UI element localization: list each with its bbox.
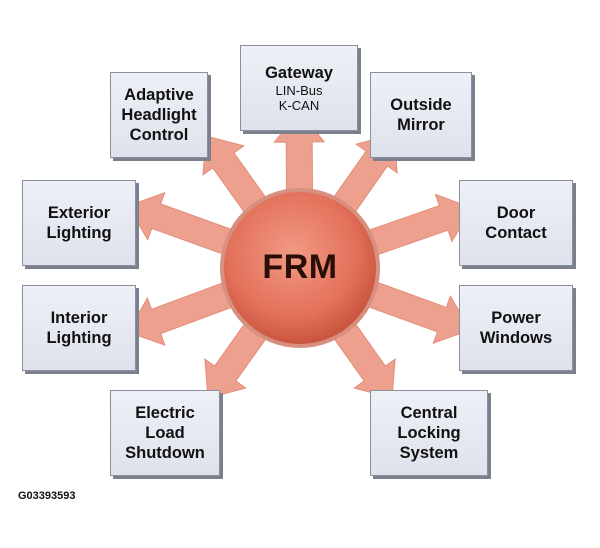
frm-hub-label: FRM (262, 248, 338, 286)
node-line: Mirror (397, 116, 445, 134)
node-line: Load (145, 424, 185, 442)
node-line: Locking (397, 424, 461, 442)
node-central-locking-system: Central Locking System (370, 390, 488, 476)
node-line: Power (491, 309, 541, 327)
node-gateway: Gateway LIN-Bus K-CAN (240, 45, 358, 131)
node-door-contact: Door Contact (459, 180, 573, 266)
node-line: Lighting (46, 329, 112, 347)
node-line: Contact (485, 224, 547, 242)
node-line: Electric (135, 404, 195, 422)
node-line: Control (129, 126, 189, 144)
node-power-windows: Power Windows (459, 285, 573, 371)
node-line: Exterior (47, 204, 111, 222)
node-interior-lighting: Interior Lighting (22, 285, 136, 371)
node-gateway-title: Gateway (265, 64, 333, 82)
node-line: Headlight (121, 106, 197, 124)
node-line: Door (496, 204, 536, 222)
node-gateway-line: K-CAN (278, 98, 320, 113)
frm-hub (224, 192, 376, 344)
node-line: System (399, 444, 459, 462)
node-line: Outside (390, 96, 452, 114)
node-line: Central (400, 404, 458, 422)
node-line: Adaptive (124, 86, 194, 104)
node-gateway-line: LIN-Bus (275, 83, 323, 98)
node-line: Interior (50, 309, 108, 327)
node-adaptive-headlight-control: Adaptive Headlight Control (110, 72, 208, 158)
node-line: Lighting (46, 224, 112, 242)
node-line: Windows (479, 329, 553, 347)
node-exterior-lighting: Exterior Lighting (22, 180, 136, 266)
node-line: Shutdown (125, 444, 205, 462)
node-outside-mirror: Outside Mirror (370, 72, 472, 158)
figure-caption: G03393593 (18, 490, 76, 502)
node-electric-load-shutdown: Electric Load Shutdown (110, 390, 220, 476)
